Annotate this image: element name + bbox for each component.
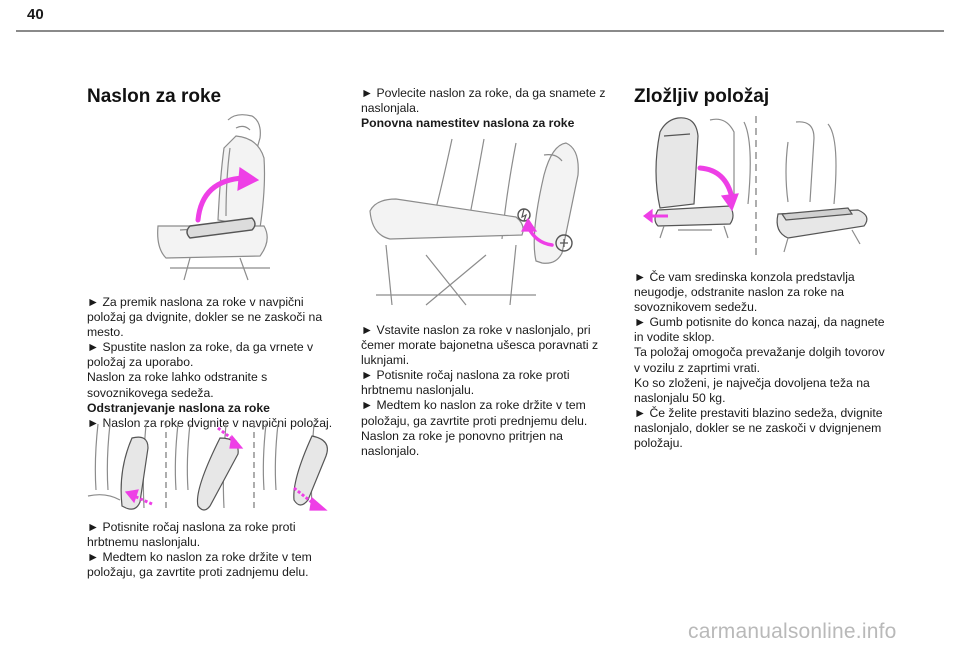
header-rule bbox=[16, 30, 944, 32]
page-number: 40 bbox=[27, 6, 44, 23]
subheading-removal: Odstranjevanje naslona za roke bbox=[87, 400, 270, 415]
armrest-removal-sequence-illustration bbox=[86, 420, 336, 515]
instruction-refitted-note: Naslon za roke je ponovno pritrjen na na… bbox=[361, 428, 563, 458]
instruction-rotate-back: ► Medtem ko naslon za roke držite v tem … bbox=[87, 550, 312, 580]
section-title-folding: Zložljiv položaj bbox=[634, 86, 770, 107]
instruction-raise: ► Za premik naslona za roke v navpični p… bbox=[87, 295, 323, 340]
instruction-insert: ► Vstavite naslon za roke v naslonjalo, … bbox=[361, 323, 599, 368]
instruction-pull-off: ► Povlecite naslon za roke, da ga snamet… bbox=[361, 86, 606, 116]
folding-instructions: ► Če vam sredinska konzola predstavlja n… bbox=[634, 270, 892, 451]
note-long-loads: Ta položaj omogoča prevažanje dolgih tov… bbox=[634, 345, 885, 375]
instruction-push-button: ► Gumb potisnite do konca nazaj, da nagn… bbox=[634, 315, 885, 345]
instruction-reposition-cushion: ► Če želite prestaviti blazino sedeža, d… bbox=[634, 405, 883, 451]
section-title-armrest: Naslon za roke bbox=[87, 86, 222, 107]
armrest-refit-illustration bbox=[366, 135, 606, 315]
armrest-instructions-4: ► Vstavite naslon za roke v naslonjalo, … bbox=[361, 323, 619, 459]
instruction-raise-vertical: ► Naslon za roke dvignite v navpični pol… bbox=[87, 415, 333, 430]
armrest-instructions-1: ► Za premik naslona za roke v navpični p… bbox=[87, 295, 342, 431]
instruction-remove-armrest: ► Če vam sredinska konzola predstavlja n… bbox=[634, 270, 855, 315]
instruction-push-handle-2: ► Potisnite ročaj naslona za roke proti … bbox=[361, 368, 570, 398]
note-max-weight: Ko so zloženi, je največja dovoljena tež… bbox=[634, 375, 870, 405]
watermark: carmanualsonline.info bbox=[688, 620, 897, 643]
subheading-refit: Ponovna namestitev naslona za roke bbox=[361, 116, 575, 131]
instruction-remove-note: Naslon za roke lahko odstranite s sovozn… bbox=[87, 370, 268, 400]
armrest-instructions-2: ► Potisnite ročaj naslona za roke proti … bbox=[87, 520, 342, 580]
instruction-rotate-front: ► Medtem ko naslon za roke držite v tem … bbox=[361, 398, 588, 428]
instruction-lower: ► Spustite naslon za roke, da ga vrnete … bbox=[87, 340, 314, 370]
armrest-instructions-3: ► Povlecite naslon za roke, da ga snamet… bbox=[361, 86, 611, 131]
armrest-raise-illustration bbox=[140, 108, 290, 286]
seat-folding-illustration bbox=[638, 112, 888, 262]
instruction-push-handle: ► Potisnite ročaj naslona za roke proti … bbox=[87, 520, 296, 550]
